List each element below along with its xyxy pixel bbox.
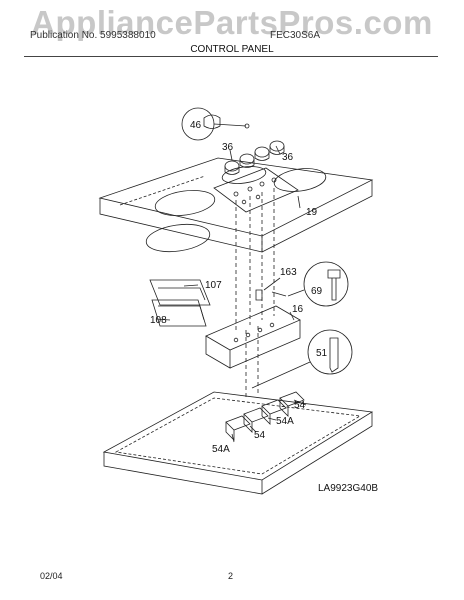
bottom-pan: [102, 391, 374, 495]
page-number: 2: [228, 571, 234, 581]
part-label-46: 46: [190, 120, 202, 131]
publication-number: Publication No. 5995388010: [30, 30, 156, 41]
control-housing: [205, 305, 301, 369]
part-labels: 46 36 36 19 163 69 107 108 16 51 54 54 5…: [150, 120, 328, 455]
part-label-51: 51: [316, 348, 328, 359]
part-label-54A: 54A: [276, 416, 294, 427]
part-label-54-lower: 54: [254, 430, 266, 441]
footer-date: 02/04: [40, 571, 63, 581]
control-overlay: [213, 167, 299, 213]
part-label-19: 19: [306, 207, 318, 218]
part-label-108: 108: [150, 315, 167, 326]
part-label-36-right: 36: [282, 152, 294, 163]
leader-lines: [155, 145, 307, 443]
part-label-54A-lower: 54A: [212, 444, 230, 455]
part-label-163: 163: [280, 267, 297, 278]
section-title: CONTROL PANEL: [190, 44, 274, 55]
cooktop-top: [98, 157, 374, 253]
model-number: FEC30S6A: [270, 30, 321, 41]
watermark: AppliancePartsPros.com: [31, 4, 433, 41]
assembly-lines: [235, 188, 275, 400]
switches: [225, 391, 305, 441]
part-label-107: 107: [205, 280, 222, 291]
part-label-36: 36: [222, 142, 234, 153]
part-label-54: 54: [294, 400, 306, 411]
exploded-parts-diagram: 46 36 36 19 163 69 107 108 16 51 54 54 5…: [98, 107, 374, 495]
part-label-16: 16: [292, 304, 304, 315]
part-label-69: 69: [311, 286, 323, 297]
header-rule: [24, 56, 438, 57]
trim-pieces: [149, 279, 211, 327]
knobs: [224, 140, 285, 175]
diagram-reference-code: LA9923G40B: [318, 483, 379, 494]
